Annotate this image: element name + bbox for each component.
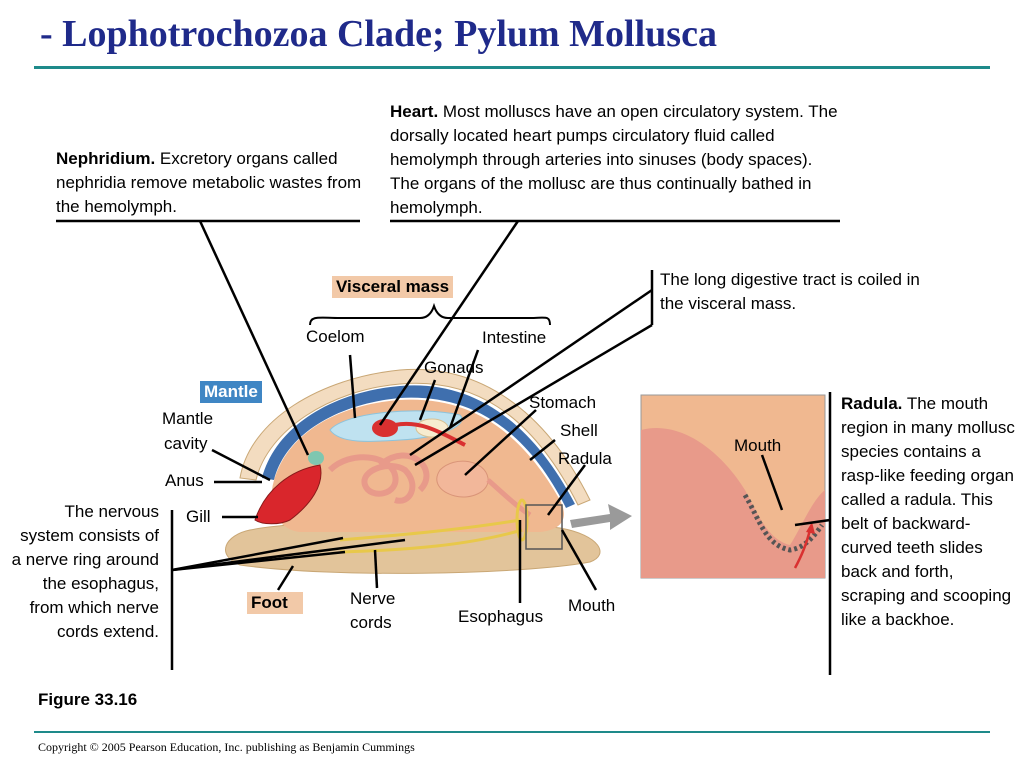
footer-rule (34, 731, 990, 733)
mantle-cavity-label-1: Mantle (162, 409, 214, 428)
digestive-tract-note: The long digestive tract is coiled in th… (660, 270, 920, 313)
nerve-cords (339, 518, 523, 554)
gonads-label: Gonads (424, 358, 484, 377)
mantle-cavity-label-2: cavity (164, 434, 208, 453)
intestine-coils (327, 452, 430, 504)
esophagus-label: Esophagus (458, 607, 544, 626)
foot-label: Foot (247, 592, 303, 614)
inset-red-arrowhead (806, 522, 815, 534)
inset-mouth (641, 428, 825, 578)
copyright: Copyright © 2005 Pearson Education, Inc.… (38, 740, 415, 754)
inset-radula-teeth (742, 493, 825, 553)
title-rule (34, 66, 990, 69)
mouth-label: Mouth (568, 596, 616, 615)
heart-term: Heart. (390, 102, 439, 121)
stomach-shape (436, 460, 489, 498)
heart-text: Most molluscs have an open circulatory s… (390, 102, 838, 217)
anus-label: Anus (165, 471, 204, 490)
radula-inset-box (525, 504, 563, 550)
nerve-cords-label-1: Nerve (350, 589, 396, 608)
nervous-system-note: The nervous system consists of a nerve r… (11, 502, 159, 641)
inset-mouth-label: Mouth (734, 436, 782, 455)
slide-title: - Lophotrochozoa Clade; Pylum Mollusca (40, 13, 717, 55)
leader-lines (56, 219, 840, 675)
radula-label: Radula (558, 449, 612, 468)
artery (394, 421, 466, 447)
shell-label: Shell (560, 421, 598, 440)
gill-shape (254, 464, 322, 525)
stomach-label: Stomach (529, 393, 597, 412)
zoom-arrow (570, 504, 632, 530)
figure-caption: Figure 33.16 (38, 690, 138, 709)
heart-shape (372, 419, 398, 437)
coelom-label: Coelom (306, 327, 365, 346)
nephridium-text: Excretory organs called nephridia remove… (56, 149, 362, 216)
nephridium-shape (308, 451, 324, 465)
nephridium-description: Nephridium. Excretory organs called neph… (56, 147, 366, 219)
intestine-label: Intestine (482, 328, 547, 347)
inset-red-arrow (793, 529, 812, 569)
heart-description: Heart. Most molluscs have an open circul… (390, 100, 840, 220)
mantle-label: Mantle (200, 381, 262, 403)
radula-term: Radula. (841, 394, 903, 413)
shell-shape (239, 368, 591, 506)
gill-label: Gill (186, 507, 211, 526)
visceral-bracket (309, 302, 551, 326)
visceral-mass-label: Visceral mass (332, 276, 454, 298)
nephridium-term: Nephridium. (56, 149, 156, 168)
nerve-ring (515, 498, 529, 542)
radula-text: The mouth region in many mollusc species… (841, 394, 1015, 629)
radula-description: Radula. The mouth region in many mollusc… (841, 392, 1021, 632)
nerve-cords-label-2: cords (350, 613, 392, 632)
